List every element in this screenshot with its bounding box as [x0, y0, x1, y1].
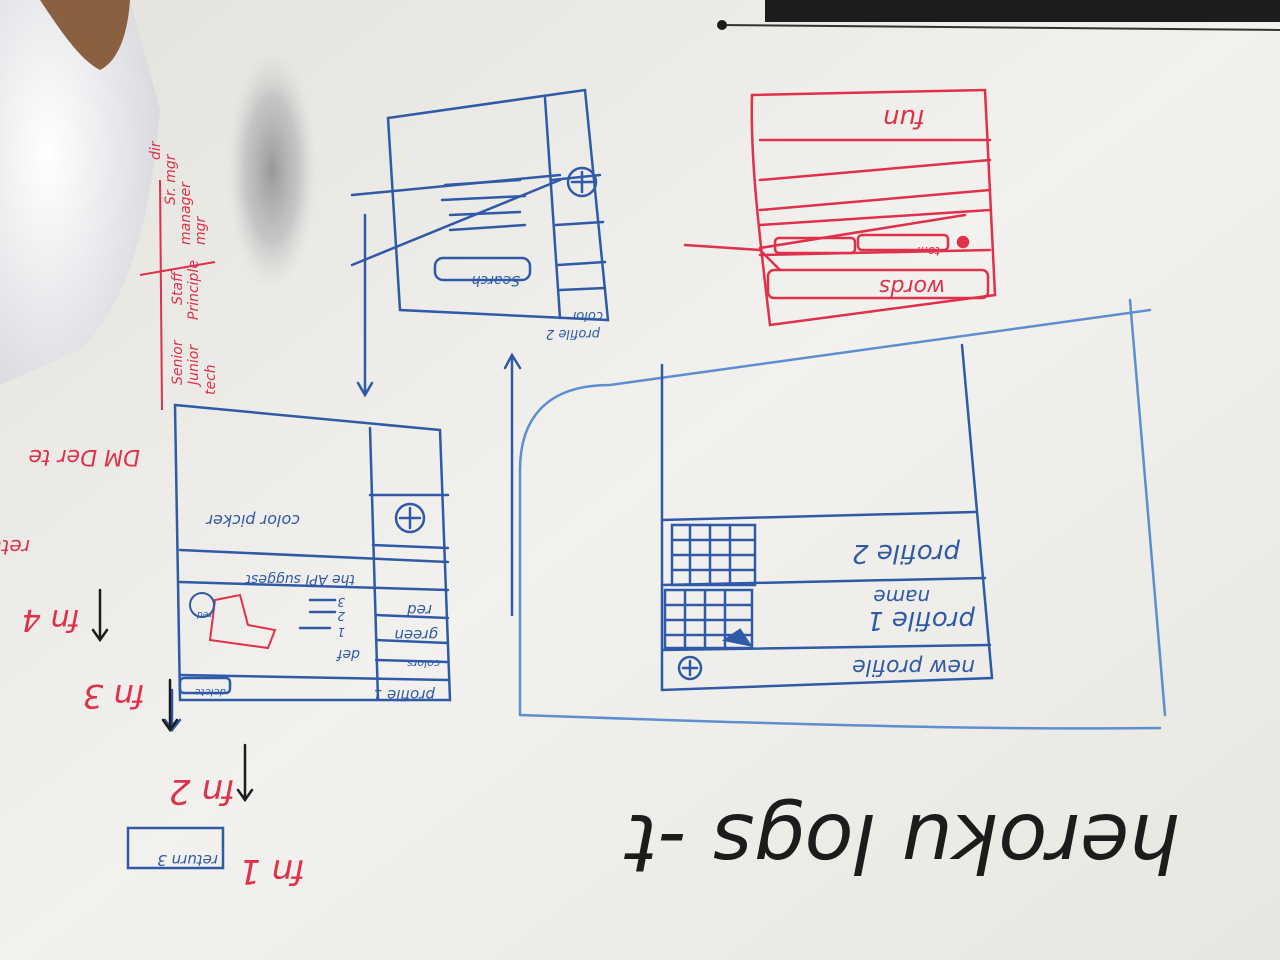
- search-color-label: color: [569, 308, 603, 323]
- return-text: retur: [0, 535, 30, 559]
- function-chain: [91, 588, 254, 870]
- fn2-label: fn 2: [169, 771, 235, 811]
- dm-text: DM Der te: [28, 444, 140, 469]
- picker-number-2: 2: [337, 609, 345, 623]
- red-title: fun: [883, 103, 925, 133]
- red-list-item: Sr. mgr: [163, 153, 179, 205]
- search-button-label: Search: [472, 272, 520, 288]
- main-tab-1-name: name: [873, 585, 930, 609]
- picker-label: color picker: [205, 511, 300, 530]
- picker-selected-label: red: [197, 609, 212, 619]
- fn1-return-box: return 3: [157, 851, 218, 869]
- heroku-command-text: heroku logs -t: [624, 796, 1180, 889]
- picker-number-1: 1: [337, 625, 345, 639]
- fn1-label: fn 1: [239, 851, 305, 891]
- red-list-item: mgr: [193, 215, 209, 245]
- picker-item-green: green: [394, 626, 438, 644]
- main-tab-2-label: profile 2: [852, 538, 961, 568]
- search-sketch: [350, 88, 610, 322]
- picker-colors-header: colors: [407, 657, 440, 670]
- red-list-item: tech: [203, 364, 219, 395]
- fn4-label: fn 4: [22, 602, 80, 637]
- picker-delete-button: delete: [194, 686, 226, 697]
- red-sketch: [683, 88, 997, 327]
- eraser-smudge: [227, 50, 317, 290]
- red-words-button: words: [879, 274, 945, 299]
- picker-api-note: the API suggest: [245, 571, 355, 587]
- main-tab-1-label: profile 1: [867, 605, 976, 635]
- red-list-item: Principle: [186, 260, 202, 320]
- person-shoulder: [0, 0, 160, 385]
- picker-item-def: def: [336, 646, 361, 662]
- picker-title: profile 1: [373, 686, 436, 704]
- picker-number-3: 3: [337, 595, 345, 609]
- red-list-item: Senior: [170, 339, 186, 385]
- main-sketch: [518, 298, 1167, 730]
- color-picker-sketch: [163, 213, 522, 733]
- red-field-label: to...: [917, 244, 941, 258]
- red-list-item: manager: [178, 181, 194, 245]
- marker-tray: [717, 0, 1280, 31]
- red-list: tech Junior Senior Principle Staff mgr m…: [139, 140, 219, 411]
- search-tab-label: profile 2: [546, 326, 601, 341]
- picker-item-red: red: [407, 601, 432, 619]
- red-list-item: Staff: [170, 270, 186, 305]
- main-new-profile-label: new profile: [852, 654, 975, 679]
- red-list-item: dir: [148, 140, 164, 160]
- selection-highlight: [189, 592, 277, 650]
- fn3-label: fn 3: [83, 677, 145, 715]
- red-list-item: Junior: [186, 344, 202, 388]
